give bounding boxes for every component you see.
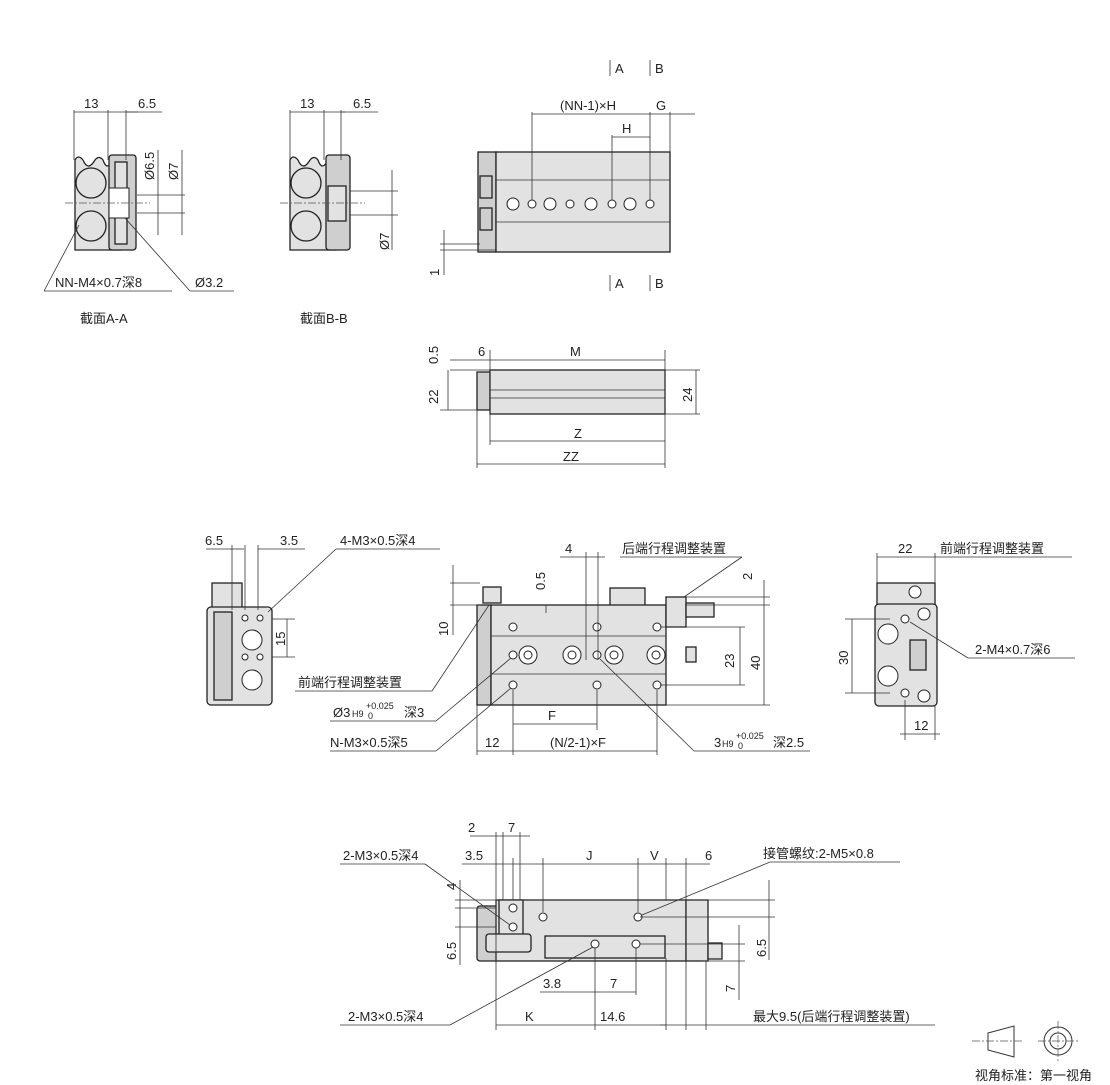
dim-v: V [650, 848, 659, 863]
side-view: 0.5 6 M 22 24 Z ZZ [426, 344, 700, 468]
callout-thread: NN-M4×0.7深8 [55, 275, 142, 290]
bottom-view: 2 7 3.5 J V 6 4 6.5 6.5 7 3.8 7 K 14.6 2… [340, 820, 935, 1030]
dim-f: F [548, 708, 556, 723]
dim-4: 4 [565, 541, 572, 556]
mount-holes [506, 197, 655, 211]
front-view: 4 0.5 10 2 23 40 F 12 (N/2-1)×F 后端行程调整装置… [295, 541, 810, 755]
dim-6-5-right: 6.5 [754, 939, 769, 957]
dim-7: 7 [508, 820, 515, 835]
callout-hole: Ø3.2 [195, 275, 223, 290]
section-mark-a-bottom: A [615, 276, 624, 291]
section-caption: 截面A-A [80, 311, 128, 326]
dim-dia-7: Ø7 [166, 163, 181, 180]
dim-6: 6 [478, 344, 485, 359]
concentric-circles-icon [1038, 1021, 1078, 1061]
dim-0-5: 0.5 [426, 346, 441, 364]
dim-22: 22 [426, 390, 441, 404]
dim-13: 13 [84, 96, 98, 111]
pin-depth: 深3 [404, 705, 424, 720]
dim-24: 24 [680, 388, 695, 402]
pin-size: Ø3 [333, 705, 350, 720]
dim-6-5-left: 6.5 [444, 942, 459, 960]
pin-tol-class: H9 [352, 709, 364, 719]
dim-15: 15 [273, 632, 288, 646]
dim-z: Z [574, 426, 582, 441]
dim-6-5: 6.5 [353, 96, 371, 111]
truncated-cone-icon [972, 1025, 1024, 1058]
callout-bottom-thread: 2-M3×0.5深4 [348, 1009, 424, 1024]
callout-top-thread: 2-M3×0.5深4 [343, 848, 419, 863]
dim-h: H [622, 121, 631, 136]
dim-40: 40 [748, 656, 763, 670]
dim-n-f: (N/2-1)×F [550, 735, 606, 750]
section-bb-view: 13 6.5 Ø7 截面B-B [280, 96, 398, 326]
dim-14-6: 14.6 [600, 1009, 625, 1024]
dim-12: 12 [485, 735, 499, 750]
projection-symbol: 视角标准：第一视角 [972, 1021, 1092, 1083]
dim-3-5: 3.5 [280, 533, 298, 548]
dim-zz: ZZ [563, 449, 579, 464]
pin2-depth: 深2.5 [773, 735, 804, 750]
dim-dia-7: Ø7 [377, 233, 392, 250]
callout-thread: 2-M4×0.7深6 [975, 642, 1051, 657]
dim-7-vertical: 7 [723, 985, 738, 992]
left-end-view: 6.5 3.5 15 4-M3×0.5深4 [205, 533, 440, 706]
callout-thread: 4-M3×0.5深4 [340, 533, 416, 548]
callout-front-adjust: 前端行程调整装置 [298, 675, 402, 690]
callout-rear-adjust: 后端行程调整装置 [622, 541, 726, 556]
dim-6: 6 [705, 848, 712, 863]
dim-6-5: 6.5 [205, 533, 223, 548]
section-mark-b-bottom: B [655, 276, 664, 291]
dim-10: 10 [436, 622, 451, 636]
projection-label: 视角标准：第一视角 [975, 1068, 1092, 1083]
dim-2: 2 [740, 573, 755, 580]
dim-j: J [586, 848, 593, 863]
dim-6-5: 6.5 [138, 96, 156, 111]
callout-front-adjust: 前端行程调整装置 [940, 541, 1044, 556]
dim-12: 12 [914, 718, 928, 733]
dim-13: 13 [300, 96, 314, 111]
callout-port: 接管螺纹:2-M5×0.8 [763, 846, 874, 861]
dim-k: K [525, 1009, 534, 1024]
dim-0-5: 0.5 [533, 572, 548, 590]
dim-7-hole: 7 [610, 976, 617, 991]
section-mark-a-top: A [615, 61, 624, 76]
dim-1: 1 [427, 269, 442, 276]
dim-23: 23 [722, 654, 737, 668]
dim-30: 30 [836, 651, 851, 665]
section-caption: 截面B-B [300, 311, 348, 326]
callout-pin: Ø3 H9 +0.025 0 深3 [333, 701, 424, 721]
top-view: A B A B (NN-1)×H G H 1 [427, 60, 695, 291]
callout-thread: N-M3×0.5深5 [330, 735, 408, 750]
pin2-tol-lower: 0 [738, 741, 743, 751]
dim-nn-h: (NN-1)×H [560, 98, 616, 113]
right-end-view: 22 30 12 前端行程调整装置 2-M4×0.7深6 [836, 541, 1075, 740]
pin2-size: 3 [714, 735, 721, 750]
dim-g: G [656, 98, 666, 113]
pin2-tol-upper: +0.025 [736, 731, 764, 741]
dim-dia-6-5: Ø6.5 [142, 152, 157, 180]
dim-m: M [570, 344, 581, 359]
dim-2: 2 [468, 820, 475, 835]
dim-4: 4 [444, 883, 459, 890]
section-aa-view: 13 6.5 Ø6.5 Ø7 NN-M4×0.7深8 Ø3.2 截面A-A [43, 96, 234, 326]
dim-3-8: 3.8 [543, 976, 561, 991]
callout-pin2: 3 H9 +0.025 0 深2.5 [714, 731, 804, 751]
front-holes [508, 622, 666, 690]
dim-3-5: 3.5 [465, 848, 483, 863]
pin2-tol-class: H9 [722, 739, 734, 749]
pin-tol-upper: +0.025 [366, 701, 394, 711]
section-mark-b-top: B [655, 61, 664, 76]
dim-22: 22 [898, 541, 912, 556]
callout-max-stroke: 最大9.5(后端行程调整装置) [753, 1009, 910, 1024]
pin-tol-lower: 0 [368, 711, 373, 721]
